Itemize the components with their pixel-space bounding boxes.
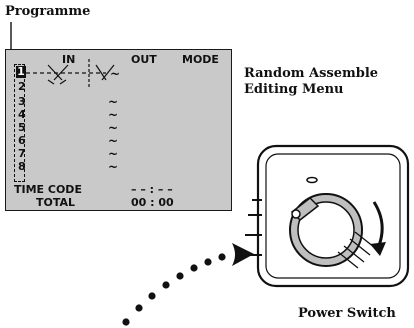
out-tilde: ~	[110, 67, 121, 81]
menu-title-label: Random Assemble Editing Menu	[244, 66, 378, 98]
out-tilde: ~	[108, 108, 119, 122]
programme-label: Programme	[5, 4, 91, 19]
editing-menu-screen: IN OUT MODE 1 2 3 4 5 6 7 8 ~ ~ ~ ~ ~ ~ …	[5, 49, 232, 211]
header-mode: MODE	[182, 53, 219, 66]
out-tilde: ~	[108, 160, 119, 174]
rotary-dial-icon	[245, 144, 410, 288]
out-tilde: ~	[108, 134, 119, 148]
curved-clockwise-arrow-icon	[370, 201, 386, 256]
programme-number: 3	[18, 95, 26, 108]
header-in: IN	[62, 53, 76, 66]
header-out: OUT	[131, 53, 157, 66]
total-label: TOTAL	[36, 196, 76, 209]
programme-number: 1	[16, 65, 26, 78]
programme-number: 6	[18, 134, 26, 147]
menu-title-line1: Random Assemble	[244, 66, 379, 81]
programme-column-cursor	[14, 64, 25, 182]
total-value: 00 : 00	[131, 196, 174, 209]
blinking-in-field	[26, 59, 115, 88]
out-tilde: ~	[108, 121, 119, 135]
programme-number: 2	[18, 80, 26, 93]
menu-title-line2: Editing Menu	[244, 82, 344, 97]
programme-number: 8	[18, 160, 26, 173]
programme-number: 4	[18, 108, 26, 121]
time-code-label: TIME CODE	[14, 183, 82, 196]
power-switch-label: Power Switch	[298, 306, 396, 321]
programme-number: 5	[18, 121, 26, 134]
out-tilde: ~	[108, 95, 119, 109]
power-switch-dial[interactable]	[240, 140, 414, 300]
out-tilde: ~	[108, 147, 119, 161]
time-code-value: – – : – –	[131, 183, 173, 196]
programme-number: 7	[18, 147, 26, 160]
